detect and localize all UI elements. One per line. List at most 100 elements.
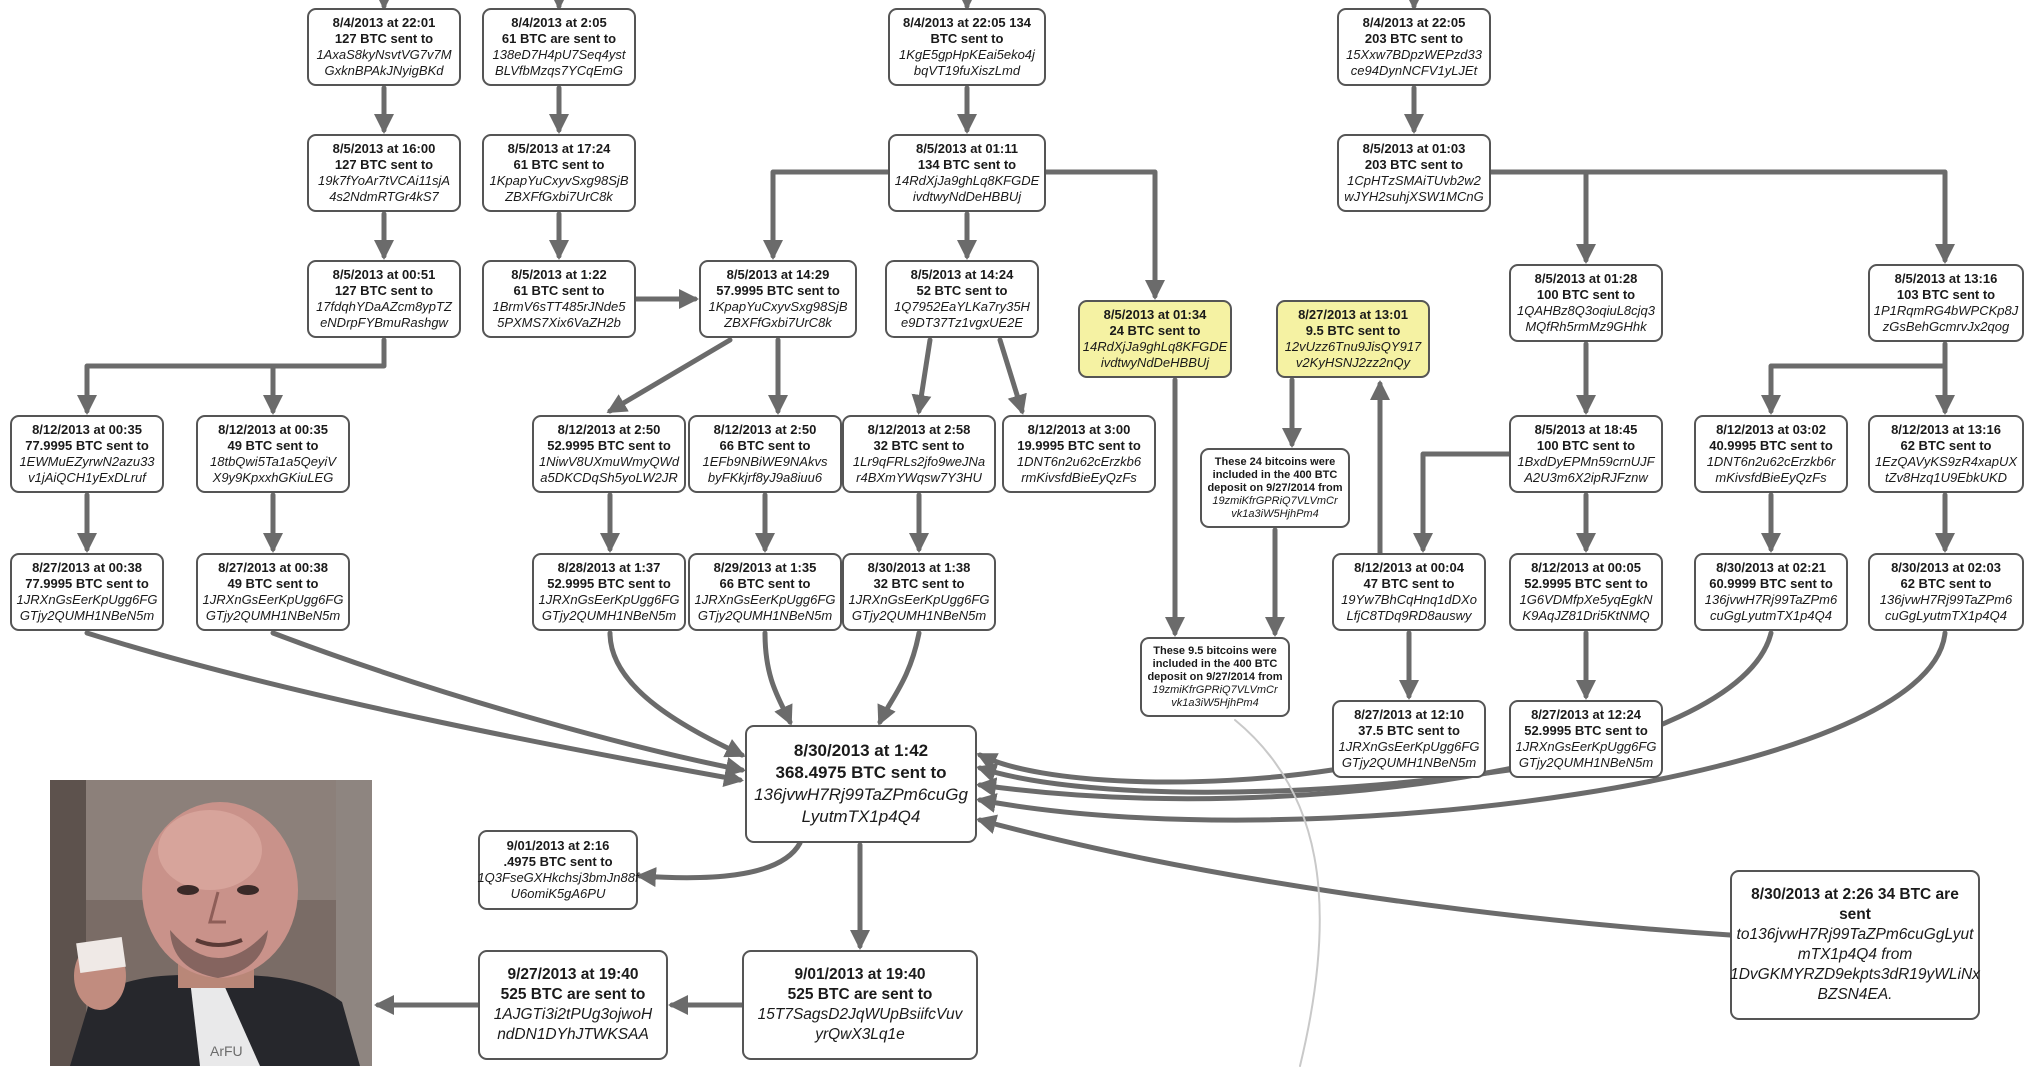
decorative-curve xyxy=(1234,719,1321,1067)
connector-arrow xyxy=(911,337,933,415)
tx-node: 8/30/2013 at 1:38 32 BTC sent to 1JRXnGs… xyxy=(842,553,996,631)
tx-date: 8/12/2013 at 00:35 xyxy=(32,422,142,437)
tx-date: 8/30/2013 at 1:38 xyxy=(867,560,971,575)
tx-date: 8/12/2013 at 3:00 xyxy=(1027,422,1131,437)
tx-date: 8/30/2013 at 1:42 xyxy=(793,741,929,760)
tx-amount: 66 BTC sent to xyxy=(719,576,811,591)
tx-address: 1EWMuEZyrwN2azu33 v1jAiQCH1yExDLruf xyxy=(19,454,155,485)
tx-date: 8/12/2013 at 2:50 xyxy=(713,422,817,437)
tx-amount: 127 BTC sent to xyxy=(334,157,434,172)
tx-address: 1JRXnGsEerKpUgg6FG GTjy2QUMH1NBeN5m xyxy=(16,592,158,623)
tx-node: 8/5/2013 at 01:11 134 BTC sent to 14RdXj… xyxy=(888,134,1046,212)
tx-date: 8/12/2013 at 00:05 xyxy=(1531,560,1641,575)
tx-node: 8/28/2013 at 1:37 52.9995 BTC sent to 1J… xyxy=(532,553,686,631)
tx-address: 1KpapYuCxyvSxg98SjB ZBXFfGxbi7UrC8k xyxy=(708,299,848,330)
tx-amount: 19.9995 BTC sent to xyxy=(1017,438,1141,453)
tx-address: 14RdXjJa9ghLq8KFGDE ivdtwyNdDeHBBUj xyxy=(894,173,1040,204)
tx-node-large-note: 8/30/2013 at 2:26 34 BTC are sent to136j… xyxy=(1730,870,1980,1020)
tx-amount: 103 BTC sent to xyxy=(1896,287,1996,302)
tx-node-highlighted: 8/27/2013 at 13:01 9.5 BTC sent to 12vUz… xyxy=(1276,300,1430,378)
tx-node: 8/5/2013 at 01:28 100 BTC sent to 1QAHBz… xyxy=(1509,264,1663,342)
tx-node: 8/4/2013 at 22:05 203 BTC sent to 15Xxw7… xyxy=(1337,8,1491,86)
note-line: These 9.5 bitcoins were xyxy=(1153,644,1277,657)
tx-address: 1JRXnGsEerKpUgg6FG GTjy2QUMH1NBeN5m xyxy=(1515,739,1657,770)
connector-arrow xyxy=(606,337,733,414)
tx-address: 1JRXnGsEerKpUgg6FG GTjy2QUMH1NBeN5m xyxy=(1338,739,1480,770)
connector-arrow xyxy=(1413,451,1512,553)
tx-amount: 57.9995 BTC sent to xyxy=(716,283,840,298)
tx-amount: 52.9995 BTC sent to xyxy=(547,438,671,453)
tx-address: 15T7SagsD2JqWUpBsiifcVuv yrQwX3Lq1e xyxy=(757,1006,963,1043)
connector-arrow xyxy=(270,630,746,777)
tx-amount: 525 BTC are sent to xyxy=(500,986,646,1003)
tx-amount: .4975 BTC sent to xyxy=(503,854,613,869)
tx-node: 8/5/2013 at 18:45 100 BTC sent to 1BxdDy… xyxy=(1509,415,1663,493)
aggregate-tx-node: 8/30/2013 at 1:42 368.4975 BTC sent to 1… xyxy=(745,725,977,843)
tx-date: 8/5/2013 at 14:29 xyxy=(726,267,830,282)
svg-text:ArFU: ArFU xyxy=(210,1043,243,1059)
tx-node: 8/5/2013 at 14:29 57.9995 BTC sent to 1K… xyxy=(699,260,857,338)
tx-date: 9/27/2013 at 19:40 xyxy=(507,966,639,983)
tx-amount: 100 BTC sent to xyxy=(1536,287,1636,302)
tx-amount: 52.9995 BTC sent to xyxy=(1524,723,1648,738)
tx-address: 1CpHTzSMAiTUvb2w2 wJYH2suhjXSW1MCnG xyxy=(1344,173,1484,204)
connector-arrow xyxy=(997,337,1027,415)
tx-date: 8/30/2013 at 02:21 xyxy=(1716,560,1826,575)
tx-address: 1Q7952EaYLKa7ry35H e9DT37Tz1vgxUE2E xyxy=(894,299,1030,330)
connector-arrow xyxy=(1043,169,1165,300)
tx-amount: BTC sent to xyxy=(930,31,1004,46)
tx-address: 1NiwV8UXmuWmyQWd a5DKCDqSh5yoLW2JR xyxy=(538,454,680,485)
tx-amount: 52 BTC sent to xyxy=(916,283,1008,298)
tx-node: 8/27/2013 at 00:38 77.9995 BTC sent to 1… xyxy=(10,553,164,631)
tx-date: 8/30/2013 at 02:03 xyxy=(1891,560,2001,575)
tx-node: 8/12/2013 at 00:35 49 BTC sent to 18tbQw… xyxy=(196,415,350,493)
tx-address: 1QAHBz8Q3oqiuL8cjq3 MQfRh5rmMz9GHhk xyxy=(1516,303,1656,334)
tx-address: 15Xxw7BDpzWEPzd33 ce94DynNCFV1yLJEt xyxy=(1346,47,1482,78)
tx-node: 8/12/2013 at 13:16 62 BTC sent to 1EzQAV… xyxy=(1868,415,2024,493)
tx-date: 8/5/2013 at 17:24 xyxy=(507,141,611,156)
tx-amount: 37.5 BTC sent to xyxy=(1358,723,1460,738)
tx-date: 8/5/2013 at 01:11 xyxy=(916,141,1018,156)
tx-date: 8/5/2013 at 01:28 xyxy=(1534,271,1638,286)
tx-node: 8/12/2013 at 3:00 19.9995 BTC sent to 1D… xyxy=(1002,415,1156,493)
tx-address: 1JRXnGsEerKpUgg6FG GTjy2QUMH1NBeN5m xyxy=(848,592,990,623)
connector-arrow xyxy=(762,630,793,726)
tx-date: 8/5/2013 at 14:24 xyxy=(910,267,1014,282)
tx-address: 12vUzz6Tnu9JisQY917 v2KyHSNJ2zz2nQy xyxy=(1284,339,1422,370)
tx-address: 14RdXjJa9ghLq8KFGDE ivdtwyNdDeHBBUj xyxy=(1082,339,1228,370)
tx-address: 17fdqhYDaAZcm8ypTZ eNDrpFYBmuRashgw xyxy=(316,299,452,330)
tx-address: 18tbQwi5Ta1a5QeyiV X9y9KpxxhGKiuLEG xyxy=(210,454,336,485)
connector-arrow xyxy=(1761,341,1948,415)
tx-node: 9/27/2013 at 19:40 525 BTC are sent to 1… xyxy=(478,950,668,1060)
note-line: deposit on 9/27/2014 from xyxy=(1207,481,1343,494)
tx-address: 1Q3FseGXHkchsj3bmJn88f U6omiK5gA6PU xyxy=(477,870,639,901)
note-line: deposit on 9/27/2014 from xyxy=(1147,670,1283,683)
tx-amount: 77.9995 BTC sent to xyxy=(25,438,149,453)
tx-amount: 32 BTC sent to xyxy=(873,438,965,453)
connector-arrow xyxy=(1488,169,1596,264)
tx-date: 8/30/2013 at 2:26 34 BTC are sent xyxy=(1751,886,1959,923)
connector-arrow xyxy=(877,630,922,726)
tx-date: 8/12/2013 at 00:04 xyxy=(1354,560,1464,575)
tx-node: 8/12/2013 at 2:50 66 BTC sent to 1EFb9NB… xyxy=(688,415,842,493)
tx-date: 8/27/2013 at 00:38 xyxy=(32,560,142,575)
tx-node: 8/27/2013 at 00:38 49 BTC sent to 1JRXnG… xyxy=(196,553,350,631)
tx-node: 8/30/2013 at 02:03 62 BTC sent to 136jvw… xyxy=(1868,553,2024,631)
tx-date: 8/5/2013 at 01:34 xyxy=(1103,307,1207,322)
tx-address: 1DNT6n2u62cErzkb6 rmKivsfdBieEyQzFs xyxy=(1016,454,1142,485)
tx-address: 136jvwH7Rj99TaZPm6 cuGgLyutmTX1p4Q4 xyxy=(1879,592,2013,623)
tx-node: 8/4/2013 at 22:01 127 BTC sent to 1AxaS8… xyxy=(307,8,461,86)
tx-node: 8/12/2013 at 03:02 40.9995 BTC sent to 1… xyxy=(1694,415,1848,493)
tx-date: 8/4/2013 at 2:05 xyxy=(511,15,607,30)
tx-node: 8/5/2013 at 00:51 127 BTC sent to 17fdqh… xyxy=(307,260,461,338)
tx-address: 1KgE5gpHpKEai5eko4j bqVT19fuXiszLmd xyxy=(899,47,1035,78)
tx-date: 8/12/2013 at 2:50 xyxy=(557,422,661,437)
tx-amount: 203 BTC sent to xyxy=(1364,31,1464,46)
tx-amount: 60.9999 BTC sent to xyxy=(1709,576,1833,591)
tx-node: 8/4/2013 at 2:05 61 BTC are sent to 138e… xyxy=(482,8,636,86)
tx-date: 8/12/2013 at 2:58 xyxy=(867,422,971,437)
tx-node: 8/5/2013 at 1:22 61 BTC sent to 1BrmV6sT… xyxy=(482,260,636,338)
tx-address: 1EFb9NBiWE9NAkvs byFKkjrf8yJ9a8iuu6 xyxy=(702,454,828,485)
tx-date: 8/12/2013 at 13:16 xyxy=(1891,422,2001,437)
tx-address: 1P1RqmRG4bWPCKp8J zGsBehGcmrvJx2qog xyxy=(1873,303,2019,334)
